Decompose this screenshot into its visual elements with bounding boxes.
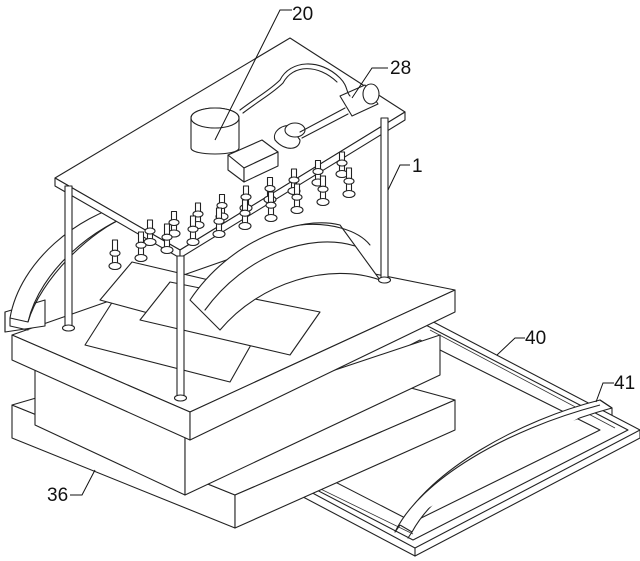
leader-28 bbox=[351, 67, 388, 99]
suction-nozzle bbox=[342, 167, 356, 199]
suction-nozzle bbox=[335, 151, 349, 179]
suction-nozzle bbox=[143, 219, 157, 247]
suction-nozzle bbox=[160, 223, 174, 255]
suction-nozzle bbox=[134, 231, 148, 263]
suction-nozzle bbox=[290, 183, 304, 215]
top-equipment bbox=[190, 63, 380, 183]
part-labels: 20 28 1 40 41 36 bbox=[47, 4, 635, 506]
suction-nozzle bbox=[264, 191, 278, 223]
leader-40 bbox=[496, 337, 525, 356]
label-1: 1 bbox=[412, 156, 423, 177]
suction-nozzle bbox=[167, 210, 181, 238]
suction-nozzle bbox=[316, 175, 330, 207]
arch-plate-on-rail bbox=[394, 399, 613, 539]
base-cabinet bbox=[11, 334, 456, 529]
leader-41 bbox=[595, 382, 614, 403]
support-legs bbox=[61, 117, 392, 402]
leader-lines bbox=[70, 9, 614, 496]
label-41: 41 bbox=[614, 373, 635, 394]
suction-nozzle bbox=[186, 215, 200, 247]
leader-1 bbox=[387, 164, 410, 191]
suction-nozzle bbox=[212, 207, 226, 239]
suction-nozzle bbox=[108, 239, 122, 271]
suction-nozzle-array bbox=[108, 151, 356, 271]
leader-36 bbox=[70, 469, 96, 496]
leader-20 bbox=[214, 9, 292, 141]
label-40: 40 bbox=[525, 328, 546, 349]
suction-nozzle bbox=[238, 199, 252, 231]
label-28: 28 bbox=[390, 58, 411, 79]
label-20: 20 bbox=[292, 4, 313, 25]
label-36: 36 bbox=[47, 485, 68, 506]
